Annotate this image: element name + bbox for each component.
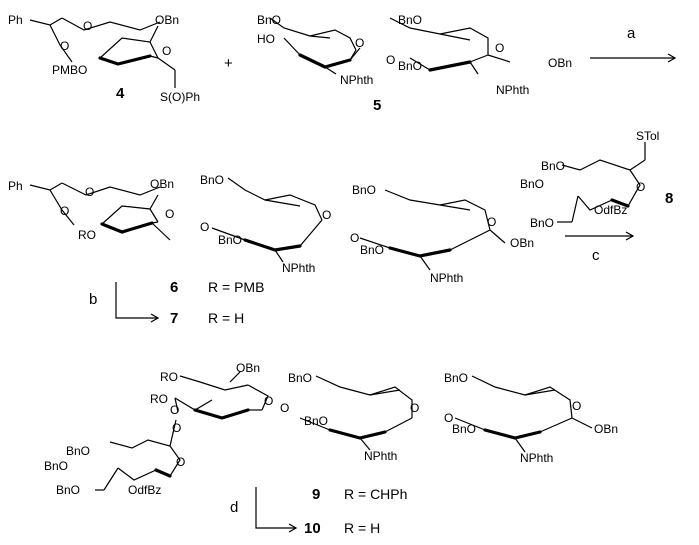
compound-5-number: 5 (373, 97, 381, 114)
compound-6-label-ring-o3: O (487, 215, 496, 229)
compound-5-label-ring-o1: O (355, 36, 364, 50)
compound-5-label-bno-2: BnO (398, 13, 422, 27)
compound-4-label-pmbo: PMBO (52, 63, 87, 77)
compound-6-label-ring-o2: O (322, 208, 331, 222)
compound-9-label-obn: OBn (236, 361, 260, 375)
step-c-label: c (592, 247, 600, 264)
compound-4-label-obn: OBn (155, 13, 179, 27)
compound-9: RO RO OBn O O BnO BnO O O NPhth O BnO Bn… (44, 361, 618, 497)
variant-9-number: 9 (312, 486, 320, 503)
compound-6-label-nphth2: NPhth (430, 271, 463, 285)
compound-9-ring-3 (454, 375, 593, 453)
compound-8-label-ring-o: O (636, 180, 645, 194)
compound-5: BnO HO O NPhth O BnO BnO O OBn NPhth 5 (257, 13, 572, 114)
compound-9-label-odfbz: OdfBz (128, 483, 161, 497)
compound-5-label-nphth1: NPhth (340, 73, 373, 87)
compound-9-label-ring-o3: O (572, 399, 581, 413)
compound-8-label-odfbz: OdfBz (594, 203, 627, 217)
compound-6-label-ph: Ph (8, 179, 23, 193)
compound-9-label-nphth1: NPhth (364, 449, 397, 463)
compound-9-ring-4 (95, 419, 181, 491)
compound-9-label-bno-3: BnO (444, 371, 468, 385)
compound-6: Ph O O RO OBn O O BnO BnO O NPhth O BnO … (8, 173, 534, 285)
compound-8-label-bno-3: BnO (530, 216, 554, 230)
variant-10-number: 10 (304, 520, 321, 537)
compound-9-label-ro-2: RO (150, 392, 168, 406)
compound-5-label-glyco-o: O (386, 53, 395, 67)
compound-5-label-ho: HO (257, 32, 275, 46)
compound-4-label-ring-o: O (162, 44, 171, 58)
compound-5-label-bno-3: BnO (398, 59, 422, 73)
compound-4-label-o1: O (83, 19, 92, 33)
compound-6-label-bno-3: BnO (352, 183, 376, 197)
compound-8: STol BnO BnO O BnO OdfBz 8 (520, 129, 673, 230)
compound-9-label-ring-o2: O (410, 401, 419, 415)
compound-6-label-obn-end: OBn (510, 236, 534, 250)
compound-8-label-stol: STol (636, 129, 659, 143)
compound-5-label-bno-top: BnO (257, 13, 281, 27)
compound-9-label-bno-7: BnO (56, 483, 80, 497)
compound-6-ring-3 (359, 189, 506, 271)
compound-4-number: 4 (116, 85, 125, 102)
variant-10-text: R = H (344, 520, 380, 536)
compound-6-label-ring-o1: O (165, 207, 174, 221)
compound-9-label-glyco-o3: O (444, 411, 453, 425)
variant-7-text: R = H (208, 310, 244, 326)
compound-9-label-glyco-o2: O (280, 401, 289, 415)
arrow-step-c (565, 231, 635, 241)
compound-9-label-link-o: O (172, 421, 181, 435)
variant-6-text: R = PMB (208, 279, 264, 295)
compound-5-ring-1 (269, 17, 361, 75)
compound-6-label-nphth1: NPhth (282, 261, 315, 275)
compound-6-label-o2: O (60, 204, 69, 218)
compound-5-label-nphth2: NPhth (496, 83, 529, 97)
compound-9-label-bno-5: BnO (66, 444, 90, 458)
variant-9-text: R = CHPh (344, 486, 407, 502)
compound-4-label-sulfoxide: S(O)Ph (160, 90, 200, 104)
compound-8-label-bno-1: BnO (541, 159, 565, 173)
compound-9-label-ring-o1: O (264, 394, 273, 408)
compound-8-ring (557, 142, 646, 223)
compound-9-ring-2 (299, 375, 413, 451)
compound-6-label-bno-4: BnO (360, 243, 384, 257)
compound-9-label-ring-o4: O (176, 455, 185, 469)
compound-4: Ph O O PMBO OBn O S(O)Ph 4 (8, 13, 200, 104)
step-b-label: b (89, 291, 97, 308)
step-a-label: a (627, 25, 636, 42)
compound-9-ring-1 (174, 371, 269, 420)
compound-5-label-ring-o2: O (495, 41, 504, 55)
compound-9-label-bno-2: BnO (304, 414, 328, 428)
compound-9-label-obn-end: OBn (594, 422, 618, 436)
variant-arrow-d (255, 487, 298, 533)
compound-6-label-bno-1: BnO (200, 173, 224, 187)
variant-7-number: 7 (170, 310, 178, 327)
arrow-step-a (590, 53, 677, 63)
step-d-label: d (230, 499, 238, 516)
compound-5-label-obn: OBn (548, 56, 572, 70)
compound-9-label-ro-1: RO (160, 370, 178, 384)
compound-4-ring (29, 17, 176, 88)
compound-6-ring-2 (211, 177, 323, 263)
plus-sign: + (224, 55, 233, 72)
compound-6-ring-1 (29, 182, 171, 241)
compound-9-label-nphth2: NPhth (520, 451, 553, 465)
compound-5-ring-2 (389, 17, 511, 75)
compound-8-label-bno-2: BnO (520, 177, 544, 191)
compound-9-label-glyco-o1: O (170, 403, 179, 417)
compound-8-number: 8 (665, 190, 673, 207)
compound-6-label-bno-2: BnO (218, 233, 242, 247)
variant-arrow-b (115, 282, 160, 323)
compound-4-label-o2: O (60, 39, 69, 53)
compound-6-label-obn: OBn (150, 177, 174, 191)
compound-9-label-bno-4: BnO (452, 422, 476, 436)
compound-6-label-glyco-o1: O (200, 220, 209, 234)
compound-6-label-ro: RO (78, 228, 96, 242)
compound-6-label-glyco-o2: O (350, 231, 359, 245)
compound-9-label-bno-6: BnO (44, 459, 68, 473)
compound-9-label-bno-1: BnO (288, 371, 312, 385)
compound-6-label-o1: O (85, 185, 94, 199)
compound-4-label-ph: Ph (8, 13, 23, 27)
variant-6-number: 6 (170, 279, 178, 296)
